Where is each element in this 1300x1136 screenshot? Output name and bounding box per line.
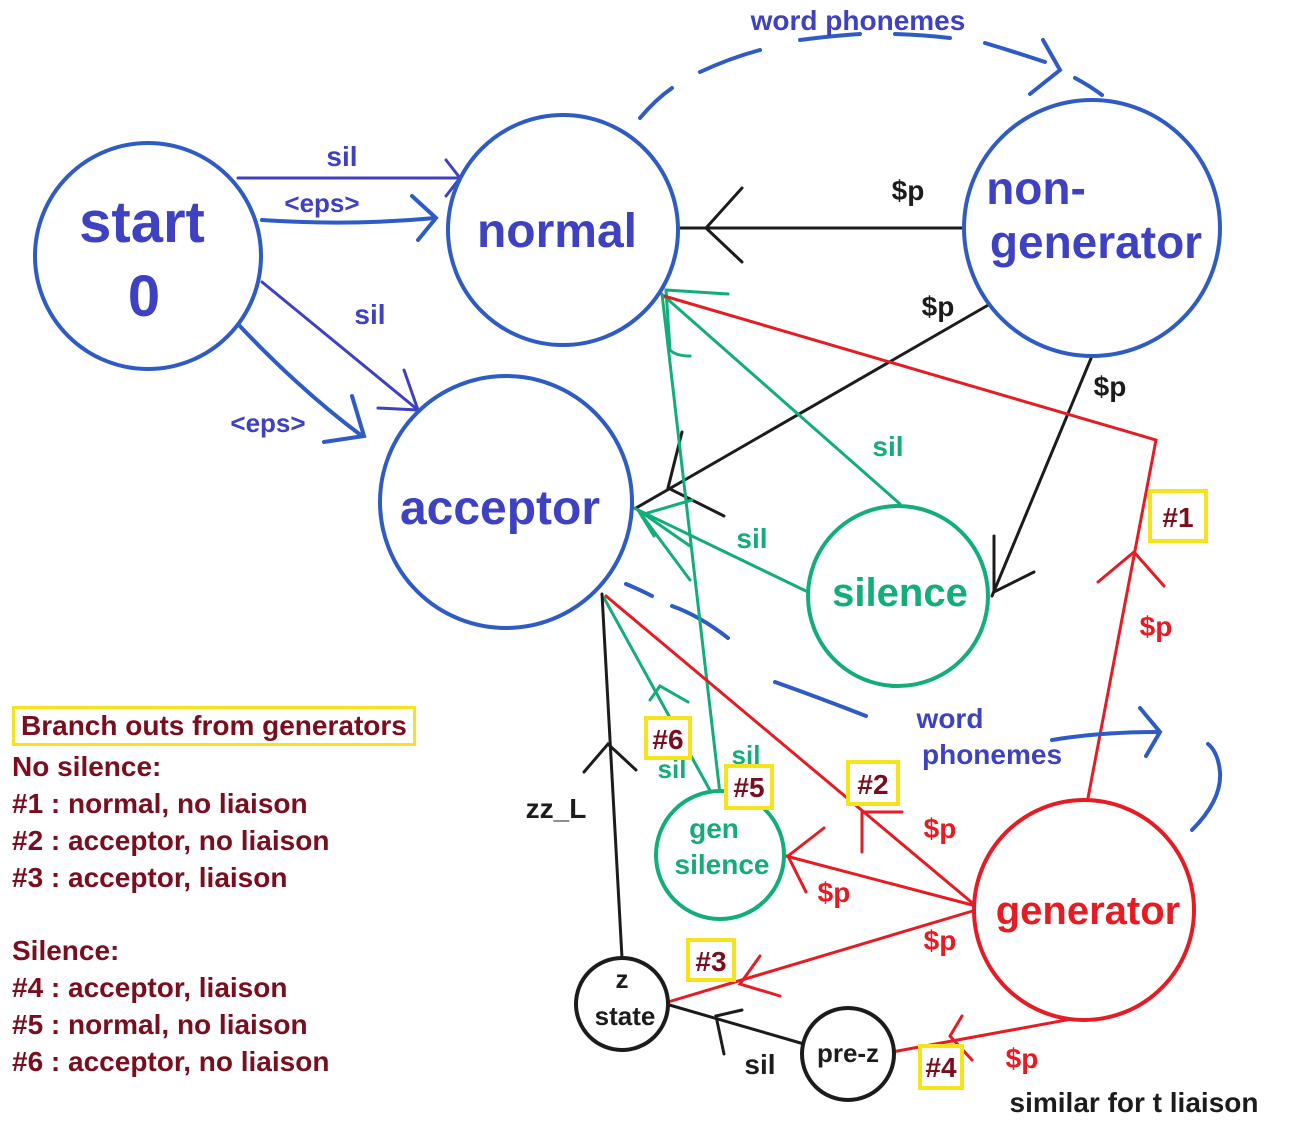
label-start-acceptor-eps: <eps> <box>230 408 305 438</box>
edge-start-acceptor-eps <box>234 320 367 444</box>
edge-generator-zstate-3 <box>666 908 978 1004</box>
tag-2: #2 <box>846 760 900 806</box>
edge-nongen-normal <box>678 186 964 264</box>
label-similar-note: similar for t liaison <box>1010 1087 1259 1118</box>
label-nongen-normal: $p <box>892 175 925 206</box>
tag-2-label: #2 <box>857 769 888 800</box>
label-silence-normal: sil <box>872 431 903 462</box>
node-acceptor-label: acceptor <box>400 482 600 535</box>
node-gen-silence: gen silence <box>654 789 786 921</box>
node-z-state-label-2: state <box>595 1001 656 1031</box>
node-silence-label: silence <box>832 571 968 615</box>
label-start-normal-eps: <eps> <box>284 188 359 218</box>
tag-4-label: #4 <box>925 1052 957 1083</box>
edge-normal-nongen-word-phonemes <box>638 32 1104 120</box>
edge-generator-gensilence <box>784 826 978 908</box>
node-pre-z-circle <box>800 1006 896 1102</box>
node-gen-silence-label-2: silence <box>675 849 770 880</box>
tag-5: #5 <box>724 764 774 810</box>
legend-silence-heading: Silence: <box>12 935 120 966</box>
tag-5-label: #5 <box>733 772 764 803</box>
tag-1-label: #1 <box>1162 502 1193 533</box>
legend-item: #4 : acceptor, liaison <box>12 972 288 1003</box>
tag-6: #6 <box>644 716 692 760</box>
legend-no-silence-heading: No silence: <box>12 751 162 782</box>
node-non-generator-circle <box>962 98 1222 358</box>
label-start-normal-sil: sil <box>326 141 357 172</box>
node-non-generator-label-1: non- <box>986 162 1086 214</box>
node-z-state-circle <box>574 956 670 1052</box>
label-word-phonemes-top: word phonemes <box>750 5 966 36</box>
node-generator-circle <box>972 798 1196 1022</box>
edge-silence-acceptor <box>632 498 810 594</box>
edge-nongen-silence <box>990 354 1094 598</box>
label-zz-l: zz_L <box>526 793 587 824</box>
legend: Branch outs from generators No silence: … <box>12 706 482 1080</box>
label-gen-zstate: $p <box>924 925 957 956</box>
edge-zstate-acceptor <box>582 592 638 960</box>
node-non-generator-label-2: generator <box>990 216 1202 268</box>
label-gen-to-normal: $p <box>1140 611 1173 642</box>
edge-prez-zstate <box>664 1002 806 1056</box>
node-generator-label: generator <box>996 889 1181 933</box>
tag-6-label: #6 <box>652 724 683 755</box>
label-word-phonemes-bottom-1: word <box>916 703 984 734</box>
node-non-generator: non- generator <box>962 98 1222 358</box>
node-start: start 0 <box>33 141 263 371</box>
label-gen-prez: $p <box>1006 1043 1039 1074</box>
edge-start-acceptor-sil <box>260 280 421 412</box>
node-normal-label: normal <box>477 205 637 258</box>
node-acceptor: acceptor <box>378 374 634 630</box>
label-nongen-acceptor: $p <box>922 291 955 322</box>
node-gen-silence-circle <box>654 789 786 921</box>
node-z-state-label-1: z <box>616 964 629 994</box>
tag-4: #4 <box>918 1044 964 1090</box>
edge-gensilence-acceptor <box>602 509 714 796</box>
edge-generator-acceptor-2 <box>604 594 978 908</box>
node-pre-z-label: pre-z <box>817 1038 879 1068</box>
node-generator: generator <box>972 798 1196 1022</box>
label-silence-acceptor: sil <box>736 523 767 554</box>
node-z-state: z state <box>574 956 670 1052</box>
legend-item: #3 : acceptor, liaison <box>12 862 288 893</box>
tag-1: #1 <box>1148 489 1208 543</box>
label-prez-zstate: sil <box>744 1049 775 1080</box>
legend-spacer <box>12 896 482 932</box>
label-gen-acceptor: $p <box>924 813 957 844</box>
node-pre-z: pre-z <box>800 1006 896 1102</box>
label-start-acceptor-sil: sil <box>354 299 385 330</box>
node-silence: silence <box>806 504 990 688</box>
legend-item: #1 : normal, no liaison <box>12 788 308 819</box>
edge-nongen-acceptor <box>634 302 992 518</box>
edge-generator-normal-1 <box>662 294 1166 800</box>
node-normal: normal <box>446 113 680 347</box>
node-silence-circle <box>806 504 990 688</box>
edge-generator-acceptor-word-phonemes <box>624 582 1223 832</box>
label-nongen-silence: $p <box>1094 371 1127 402</box>
legend-item: #5 : normal, no liaison <box>12 1009 308 1040</box>
node-start-label-1: start <box>79 190 205 255</box>
tag-3-label: #3 <box>695 946 726 977</box>
edge-start-normal-eps <box>260 194 439 242</box>
node-start-circle <box>33 141 263 371</box>
node-gen-silence-label-1: gen <box>689 813 739 844</box>
legend-item: #6 : acceptor, no liaison <box>12 1046 330 1077</box>
node-normal-circle <box>446 113 680 347</box>
node-start-label-2: 0 <box>128 264 160 329</box>
tag-3: #3 <box>686 938 736 982</box>
legend-item: #2 : acceptor, no liaison <box>12 825 330 856</box>
label-gen-gensil: $p <box>818 877 851 908</box>
legend-title: Branch outs from generators <box>12 706 416 746</box>
node-acceptor-circle <box>378 374 634 630</box>
label-word-phonemes-bottom-2: phonemes <box>922 739 1062 770</box>
edge-gensilence-normal <box>660 292 722 796</box>
